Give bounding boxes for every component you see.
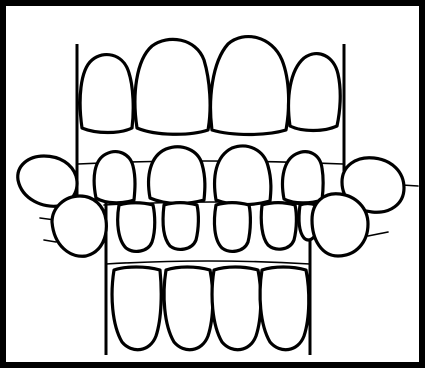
lower-bottom-tooth-3 bbox=[212, 267, 261, 350]
lower-front-tooth-1 bbox=[118, 203, 155, 252]
upper-front-tooth-2 bbox=[135, 39, 210, 134]
upper-middle-tooth-2 bbox=[149, 147, 205, 204]
lower-front-tooth-2 bbox=[163, 203, 198, 250]
lower-bottom-tooth-2 bbox=[164, 267, 213, 350]
lower-bottom-tooth-4 bbox=[260, 267, 309, 350]
left-lower-side-tooth bbox=[52, 196, 106, 256]
lower-front-tooth-3 bbox=[214, 203, 250, 252]
right-lower-side-tooth bbox=[312, 194, 368, 256]
upper-front-tooth-4 bbox=[289, 54, 341, 131]
upper-front-tooth-3 bbox=[211, 37, 289, 135]
lower-bottom-tooth-1 bbox=[112, 267, 161, 350]
upper-middle-tooth-3 bbox=[215, 146, 271, 205]
upper-front-tooth-1 bbox=[80, 55, 133, 133]
upper-middle-tooth-4 bbox=[283, 152, 324, 203]
upper-middle-tooth-1 bbox=[94, 152, 135, 203]
lower-front-tooth-4 bbox=[261, 203, 296, 249]
